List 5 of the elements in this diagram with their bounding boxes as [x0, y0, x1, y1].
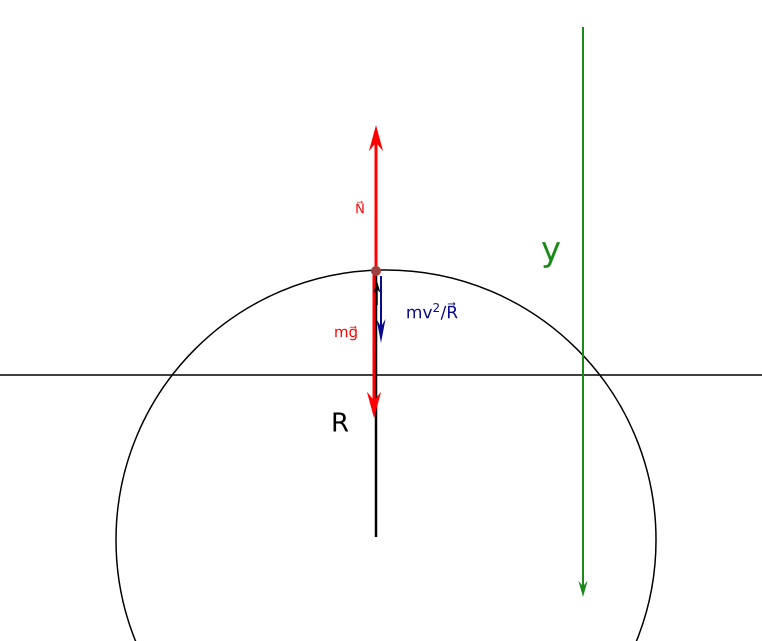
force-label: mg⃗ — [335, 326, 357, 340]
force-label: mv$^{2}$/R⃗ — [407, 302, 458, 320]
force-label: N⃗ — [356, 200, 364, 214]
force-label: y — [542, 242, 560, 268]
force-label: R — [334, 412, 348, 432]
